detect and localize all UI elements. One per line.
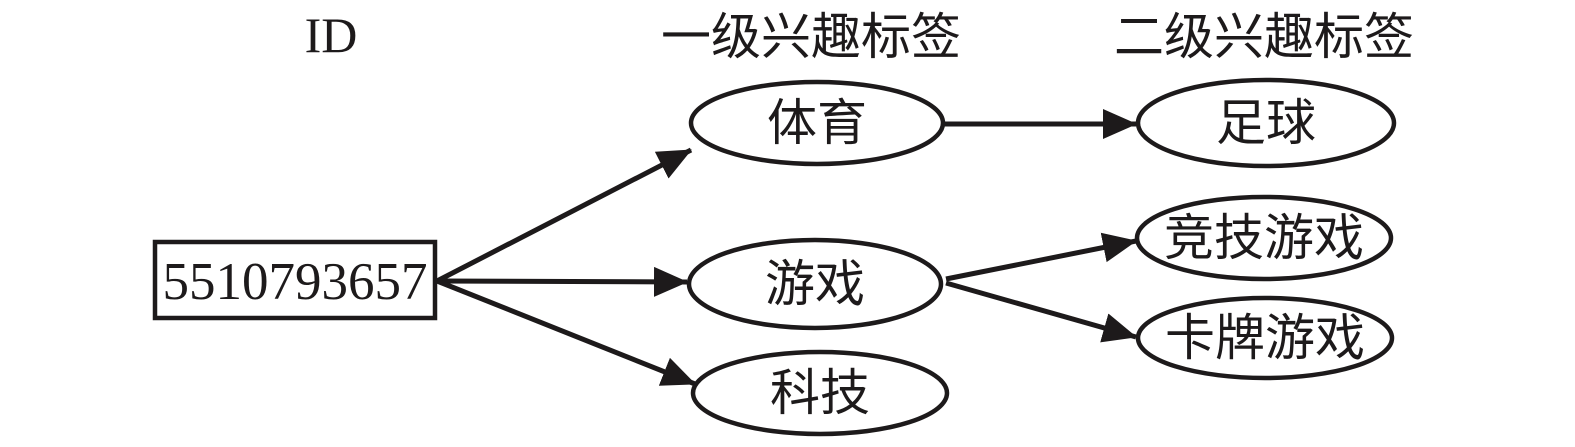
- id-node: 5510793657: [152, 239, 438, 321]
- node-sports-label: 体育: [767, 95, 867, 151]
- column-header-id: ID: [305, 7, 358, 63]
- node-card-games-label: 卡牌游戏: [1165, 310, 1365, 366]
- column-header-level2: 二级兴趣标签: [1114, 9, 1414, 65]
- node-tech-ellipse: [690, 349, 950, 437]
- edge-id-to-sports: [435, 147, 693, 284]
- node-football-label: 足球: [1216, 95, 1316, 151]
- node-football: 足球: [1135, 77, 1397, 169]
- node-games: 游戏: [686, 237, 944, 331]
- node-competitive-games: 竞技游戏: [1134, 194, 1394, 282]
- column-header-level1: 一级兴趣标签: [661, 9, 961, 65]
- edge-id-to-tech: [436, 278, 696, 387]
- edge-id-to-games: [436, 266, 688, 297]
- node-games-ellipse: [686, 237, 944, 331]
- node-card-games: 卡牌游戏: [1135, 295, 1395, 381]
- node-card-games-ellipse: [1135, 295, 1395, 381]
- node-tech: 科技: [690, 349, 950, 437]
- node-sports: 体育: [688, 79, 946, 167]
- node-sports-ellipse: [688, 79, 946, 167]
- node-games-label: 游戏: [765, 256, 865, 312]
- node-tech-label: 科技: [770, 365, 870, 421]
- id-node-value: 5510793657: [163, 253, 428, 311]
- node-competitive-games-ellipse: [1134, 194, 1394, 282]
- edge-games-to-competitive-games: [945, 232, 1137, 282]
- id-node-box: [152, 239, 438, 321]
- node-competitive-games-label: 竞技游戏: [1164, 210, 1364, 266]
- node-football-ellipse: [1135, 77, 1397, 169]
- edge-games-to-card-games: [945, 280, 1137, 343]
